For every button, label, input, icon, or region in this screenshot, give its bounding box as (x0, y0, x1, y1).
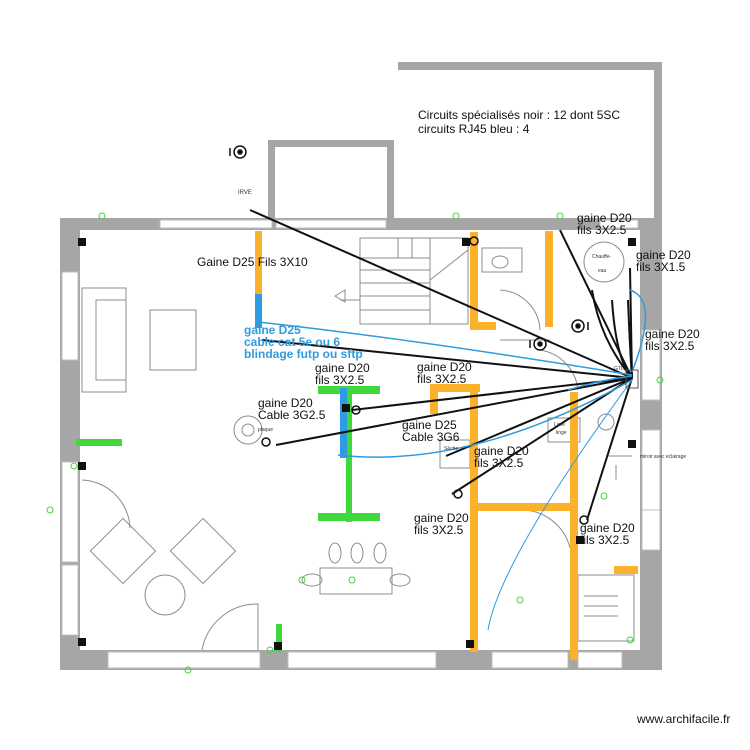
lave-linge-label-1: Lave (554, 422, 565, 428)
rj45-label-line-3: blindage futp ou sftp (244, 347, 363, 361)
chauffe-eau-label-2: eau (598, 268, 607, 274)
label-g9-line-2: fils 3X2.5 (414, 523, 464, 537)
label-g8-line-1: gaine D20 (474, 444, 529, 458)
label-g7-line-1: gaine D25 (402, 418, 457, 432)
irve-label: IRVE (238, 190, 252, 196)
lave-linge-label-2: linge (556, 430, 567, 436)
label-g2-line-1: gaine D20 (636, 248, 691, 262)
windows (61, 219, 661, 669)
label-g5-line-2: fils 3X2.5 (417, 372, 467, 386)
rj45-label-line-1: gaine D25 (244, 323, 301, 337)
outlet-symbols (229, 145, 589, 525)
footer-credit[interactable]: www.archifacile.fr (637, 712, 731, 726)
rj45-label-line-2: cable cat 5e ou 6 (244, 335, 341, 349)
label-g3-line-1: gaine D20 (645, 327, 700, 341)
label-g3-line-2: fils 3X2.5 (645, 339, 695, 353)
label-g4-line-2: fils 3X2.5 (315, 373, 365, 387)
label-g7-line-2: Cable 3G6 (402, 430, 460, 444)
label-g2-line-2: fils 3X1.5 (636, 260, 686, 274)
chauffe-eau-label-1: Chauffe- (592, 254, 612, 260)
blue-ducts (255, 294, 347, 458)
dashed-cable (487, 379, 633, 631)
seche-label: Sèche (444, 446, 459, 452)
miroir-label: miroir avec eclairage (640, 454, 687, 460)
black-circuits (249, 209, 633, 521)
label-g10-line-1: gaine D20 (580, 521, 635, 535)
green-ducts (76, 386, 380, 652)
label-g9-line-1: gaine D20 (414, 511, 469, 525)
corner-posts (78, 238, 636, 650)
earth-markers (46, 212, 664, 674)
terrace-walls (268, 62, 662, 220)
orange-ducts (255, 231, 638, 660)
gtl-board (625, 369, 639, 389)
gtl-label: GTL (614, 366, 624, 372)
label-g1-line-2: fils 3X2.5 (577, 223, 627, 237)
label-g6-line-1: gaine D20 (258, 396, 313, 410)
label-g4-line-1: gaine D20 (315, 361, 370, 375)
label-gaine-d25-fils-3x10: Gaine D25 Fils 3X10 (197, 255, 308, 269)
label-g1-line-1: gaine D20 (577, 211, 632, 225)
plaque-label: plaque (258, 427, 274, 433)
label-g10-line-2: fils 3X2.5 (580, 533, 630, 547)
legend-line-1: Circuits spécialisés noir : 12 dont 5SC (418, 108, 621, 122)
legend-line-2: circuits RJ45 bleu : 4 (418, 122, 530, 136)
label-g6-line-2: Cable 3G2.5 (258, 408, 326, 422)
label-g5-line-1: gaine D20 (417, 360, 472, 374)
label-g8-line-2: fils 3X2.5 (474, 456, 524, 470)
